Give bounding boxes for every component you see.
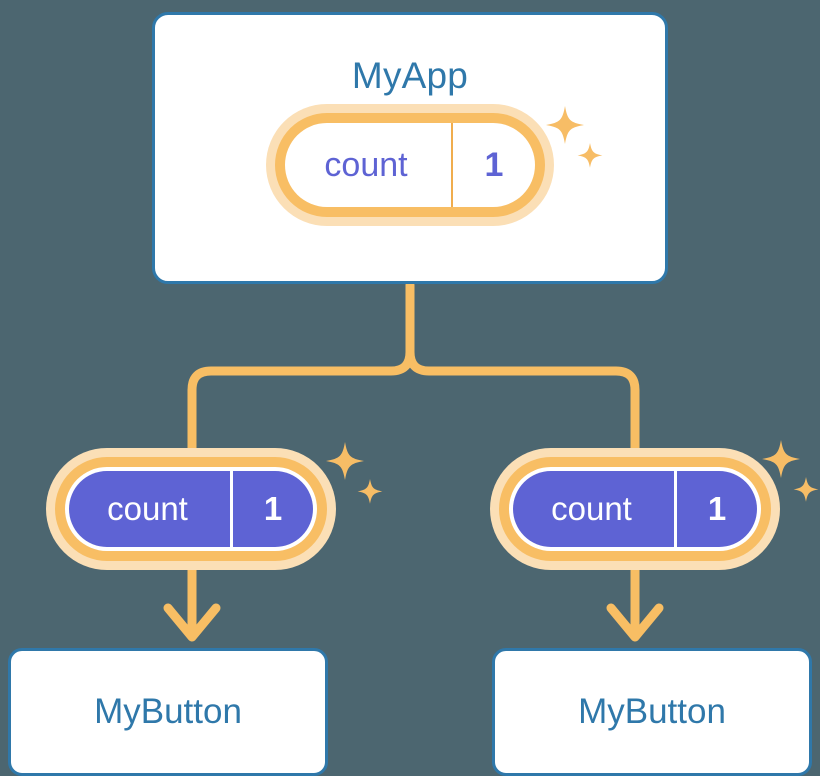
page-title: MyApp — [351, 55, 469, 96]
connector-trunk-path — [405, 280, 640, 453]
state-pill-branch-left[interactable]: count 1 — [46, 448, 336, 570]
sparkle-small-icon — [357, 479, 383, 504]
state-value-label: 1 — [230, 471, 313, 547]
state-pill-root[interactable]: count 1 — [266, 104, 554, 226]
leaf-component-card-left[interactable]: MyButton — [8, 648, 328, 776]
state-key-label: count — [107, 490, 188, 527]
arrow-left-head-icon — [163, 603, 221, 642]
leaf-component-card-right[interactable]: MyButton — [492, 648, 812, 776]
state-key-label: count — [551, 490, 632, 527]
pill-body: count 1 — [513, 471, 757, 547]
pill-body: count 1 — [285, 123, 535, 207]
state-value-label: 1 — [674, 471, 757, 547]
pill-body: count 1 — [69, 471, 313, 547]
state-pill-branch-right[interactable]: count 1 — [490, 448, 780, 570]
state-key-label: count — [324, 145, 408, 184]
arrow-right-head-icon — [606, 603, 664, 642]
sparkle-small-icon — [793, 477, 819, 502]
sparkle-large-icon — [326, 442, 364, 480]
state-value-label: 1 — [451, 123, 535, 207]
leaf-component-label: MyButton — [578, 692, 726, 731]
leaf-component-label: MyButton — [94, 692, 242, 731]
connector-branch-left-path — [187, 347, 415, 453]
